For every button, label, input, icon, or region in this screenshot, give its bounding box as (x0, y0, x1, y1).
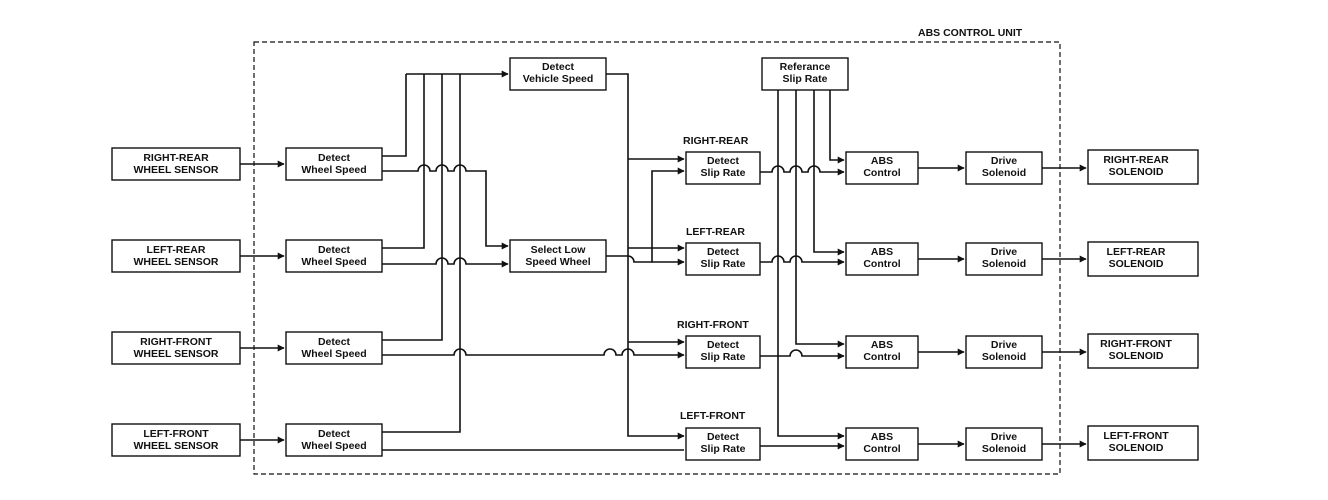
svg-text:Wheel Speed: Wheel Speed (301, 256, 366, 268)
reference-slip-rate-box: Referance Slip Rate (761, 57, 849, 91)
wires (240, 70, 1087, 451)
svg-text:Solenoid: Solenoid (982, 258, 1026, 270)
svg-text:Detect: Detect (318, 244, 351, 256)
svg-text:Drive: Drive (991, 155, 1017, 167)
detect-slip-rate-lf: Detect Slip Rate (685, 427, 761, 461)
abs-control-lf: ABS Control (845, 427, 919, 461)
svg-text:Vehicle Speed: Vehicle Speed (523, 73, 594, 85)
sensor-right-rear: RIGHT-REAR WHEEL SENSOR (111, 147, 241, 181)
svg-text:Slip Rate: Slip Rate (701, 443, 746, 455)
svg-text:Slip Rate: Slip Rate (701, 258, 746, 270)
detect-wheel-speed-lf: Detect Wheel Speed (285, 423, 383, 457)
detect-vehicle-speed-box: Detect Vehicle Speed (509, 57, 607, 91)
svg-text:WHEEL SENSOR: WHEEL SENSOR (134, 256, 219, 268)
svg-text:Detect: Detect (318, 336, 351, 348)
svg-text:Wheel Speed: Wheel Speed (301, 440, 366, 452)
svg-text:ABS: ABS (871, 431, 893, 443)
svg-text:LEFT-REAR: LEFT-REAR (1107, 246, 1166, 258)
svg-text:Referance: Referance (780, 61, 831, 73)
select-low-speed-wheel-box: Select Low Speed Wheel (509, 239, 607, 273)
sensor-left-front: LEFT-FRONT WHEEL SENSOR (111, 423, 241, 457)
svg-text:Select Low: Select Low (531, 244, 587, 256)
svg-text:SOLENOID: SOLENOID (1109, 166, 1164, 178)
detect-slip-rate-rr: Detect Slip Rate (685, 151, 761, 185)
svg-text:Control: Control (863, 258, 900, 270)
abs-control-unit-frame (253, 41, 1061, 475)
abs-control-lr: ABS Control (845, 242, 919, 276)
solenoid-right-front: RIGHT-FRONT SOLENOID (1087, 333, 1199, 369)
svg-text:SOLENOID: SOLENOID (1109, 350, 1164, 362)
svg-text:Slip Rate: Slip Rate (701, 167, 746, 179)
svg-text:Solenoid: Solenoid (982, 443, 1026, 455)
detect-wheel-speed-rf: Detect Wheel Speed (285, 331, 383, 365)
svg-text:WHEEL SENSOR: WHEEL SENSOR (134, 164, 219, 176)
svg-text:Control: Control (863, 167, 900, 179)
svg-text:Drive: Drive (991, 246, 1017, 258)
sensor-left-rear: LEFT-REAR WHEEL SENSOR (111, 239, 241, 273)
svg-text:Drive: Drive (991, 431, 1017, 443)
slip-label-right-front: RIGHT-FRONT (677, 319, 749, 331)
abs-control-rr: ABS Control (845, 151, 919, 185)
svg-text:Solenoid: Solenoid (982, 167, 1026, 179)
abs-control-rf: ABS Control (845, 335, 919, 369)
svg-text:Speed Wheel: Speed Wheel (525, 256, 590, 268)
sensor-right-front: RIGHT-FRONT WHEEL SENSOR (111, 331, 241, 365)
svg-text:Detect: Detect (707, 246, 740, 258)
svg-text:Solenoid: Solenoid (982, 351, 1026, 363)
svg-text:Detect: Detect (542, 61, 575, 73)
drive-solenoid-lr: Drive Solenoid (965, 242, 1043, 276)
slip-label-left-front: LEFT-FRONT (680, 410, 746, 422)
svg-text:Detect: Detect (707, 431, 740, 443)
solenoid-left-front: LEFT-FRONT SOLENOID (1087, 425, 1199, 461)
svg-text:Wheel Speed: Wheel Speed (301, 348, 366, 360)
detect-wheel-speed-rr: Detect Wheel Speed (285, 147, 383, 181)
detect-slip-rate-rf: Detect Slip Rate (685, 335, 761, 369)
svg-text:Control: Control (863, 443, 900, 455)
svg-text:SOLENOID: SOLENOID (1109, 442, 1164, 454)
svg-text:RIGHT-REAR: RIGHT-REAR (143, 152, 209, 164)
detect-slip-rate-lr: Detect Slip Rate (685, 242, 761, 276)
svg-text:SOLENOID: SOLENOID (1109, 258, 1164, 270)
svg-text:WHEEL SENSOR: WHEEL SENSOR (134, 348, 219, 360)
solenoid-left-rear: LEFT-REAR SOLENOID (1087, 241, 1199, 277)
svg-text:ABS: ABS (871, 339, 893, 351)
svg-text:Drive: Drive (991, 339, 1017, 351)
drive-solenoid-rf: Drive Solenoid (965, 335, 1043, 369)
svg-text:Slip Rate: Slip Rate (783, 73, 828, 85)
svg-text:ABS: ABS (871, 155, 893, 167)
svg-text:Slip Rate: Slip Rate (701, 351, 746, 363)
drive-solenoid-lf: Drive Solenoid (965, 427, 1043, 461)
svg-text:WHEEL SENSOR: WHEEL SENSOR (134, 440, 219, 452)
svg-text:Detect: Detect (707, 155, 740, 167)
drive-solenoid-rr: Drive Solenoid (965, 151, 1043, 185)
svg-text:LEFT-FRONT: LEFT-FRONT (1103, 430, 1169, 442)
svg-text:RIGHT-FRONT: RIGHT-FRONT (140, 336, 212, 348)
svg-text:RIGHT-REAR: RIGHT-REAR (1103, 154, 1169, 166)
slip-label-right-rear: RIGHT-REAR (683, 135, 749, 147)
svg-text:Detect: Detect (318, 152, 351, 164)
svg-text:LEFT-FRONT: LEFT-FRONT (143, 428, 209, 440)
abs-control-unit-label: ABS CONTROL UNIT (918, 27, 1023, 39)
svg-text:Detect: Detect (707, 339, 740, 351)
svg-text:LEFT-REAR: LEFT-REAR (147, 244, 206, 256)
svg-text:ABS: ABS (871, 246, 893, 258)
svg-text:Detect: Detect (318, 428, 351, 440)
detect-wheel-speed-lr: Detect Wheel Speed (285, 239, 383, 273)
svg-text:RIGHT-FRONT: RIGHT-FRONT (1100, 338, 1172, 350)
svg-text:Control: Control (863, 351, 900, 363)
solenoid-right-rear: RIGHT-REAR SOLENOID (1087, 149, 1199, 185)
svg-text:Wheel Speed: Wheel Speed (301, 164, 366, 176)
slip-label-left-rear: LEFT-REAR (686, 226, 745, 238)
